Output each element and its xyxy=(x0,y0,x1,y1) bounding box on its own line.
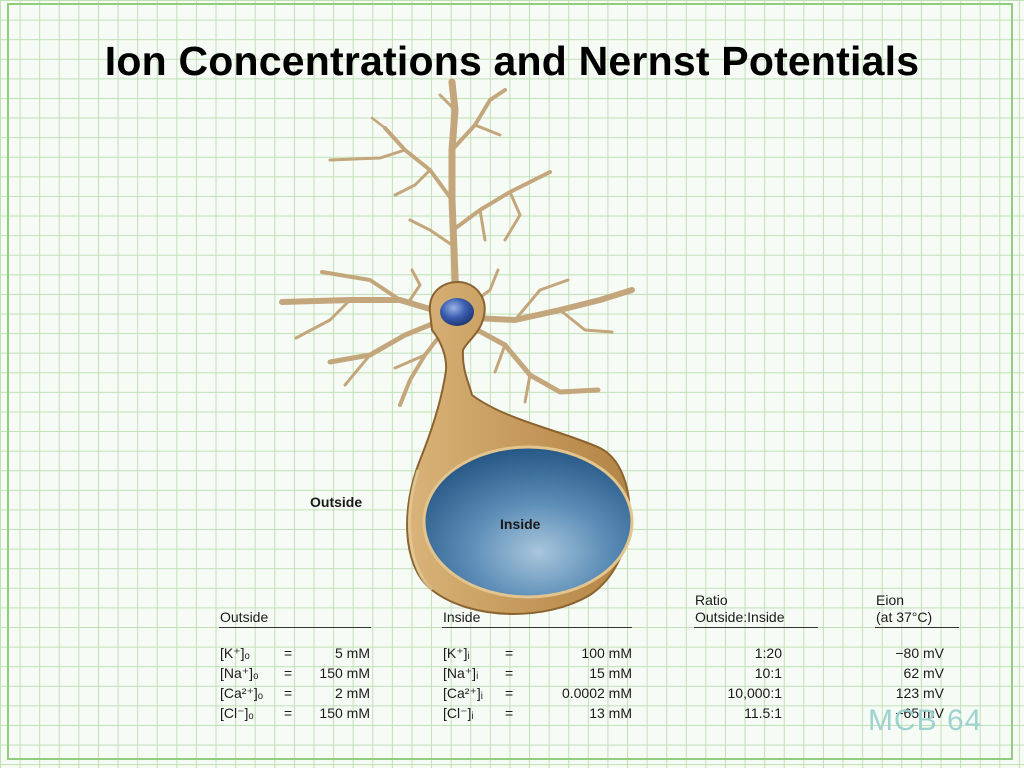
course-logo: MCB 64 xyxy=(868,704,983,737)
header-inside: Inside xyxy=(443,609,481,625)
cell-out-val: 5 mM xyxy=(335,645,370,661)
cell-in-ion: [K⁺]ᵢ xyxy=(443,645,470,661)
cell-out-eq: = xyxy=(284,665,293,681)
cell-ratio: 1:20 xyxy=(754,645,782,661)
cell-in-ion: [Ca²⁺]ᵢ xyxy=(443,685,483,701)
cell-in-val: 13 mM xyxy=(589,705,632,721)
header-eion-rule xyxy=(875,627,959,628)
cell-out-eq: = xyxy=(284,705,293,721)
cell-in-val: 0.0002 mM xyxy=(561,685,632,701)
cell-in-ion: [Na⁺]ᵢ xyxy=(443,665,479,681)
header-outside-rule xyxy=(219,627,371,628)
header-ratio-sub: Outside:Inside xyxy=(695,609,785,625)
cell-in-ion: [Cl⁻]ᵢ xyxy=(443,705,474,721)
cell-in-eq: = xyxy=(505,705,514,721)
nucleus xyxy=(440,298,474,326)
header-eion-sub: (at 37°C) xyxy=(876,609,933,625)
header-ratio-rule xyxy=(694,627,818,628)
cell-in-eq: = xyxy=(505,685,514,701)
cell-out-val: 150 mM xyxy=(319,665,370,681)
slide-title: Ion Concentrations and Nernst Potentials xyxy=(104,38,920,84)
cell-out-ion: [Cl⁻]ₒ xyxy=(220,705,254,721)
inside-label: Inside xyxy=(500,516,541,532)
cell-out-eq: = xyxy=(284,645,293,661)
cell-ratio: 10,000:1 xyxy=(727,685,783,701)
cell-in-val: 15 mM xyxy=(589,665,632,681)
outside-label: Outside xyxy=(310,494,363,510)
dendrites xyxy=(279,78,635,407)
cell-out-ion: [K⁺]ₒ xyxy=(220,645,250,661)
cell-out-ion: [Ca²⁺]ₒ xyxy=(220,685,264,701)
slide-frame xyxy=(7,3,1013,760)
cell-eion: −65 mV xyxy=(895,705,944,721)
cell-out-val: 2 mM xyxy=(335,685,370,701)
header-ratio: Ratio xyxy=(695,592,728,608)
cell-eion: 62 mV xyxy=(903,665,944,681)
cell-in-eq: = xyxy=(505,665,514,681)
cell-out-ion: [Na⁺]ₒ xyxy=(220,665,259,681)
cell-ratio: 11.5:1 xyxy=(744,705,782,721)
inside-compartment xyxy=(422,445,634,599)
cell-out-eq: = xyxy=(284,685,293,701)
cell-out-val: 150 mM xyxy=(319,705,370,721)
cell-in-val: 100 mM xyxy=(581,645,632,661)
header-eion: Eion xyxy=(876,592,905,608)
cell-eion: −80 mV xyxy=(895,645,944,661)
header-outside: Outside xyxy=(220,609,269,625)
cell-eion: 123 mV xyxy=(895,685,944,701)
header-inside-rule xyxy=(442,627,632,628)
cell-ratio: 10:1 xyxy=(754,665,782,681)
cell-in-eq: = xyxy=(505,645,514,661)
